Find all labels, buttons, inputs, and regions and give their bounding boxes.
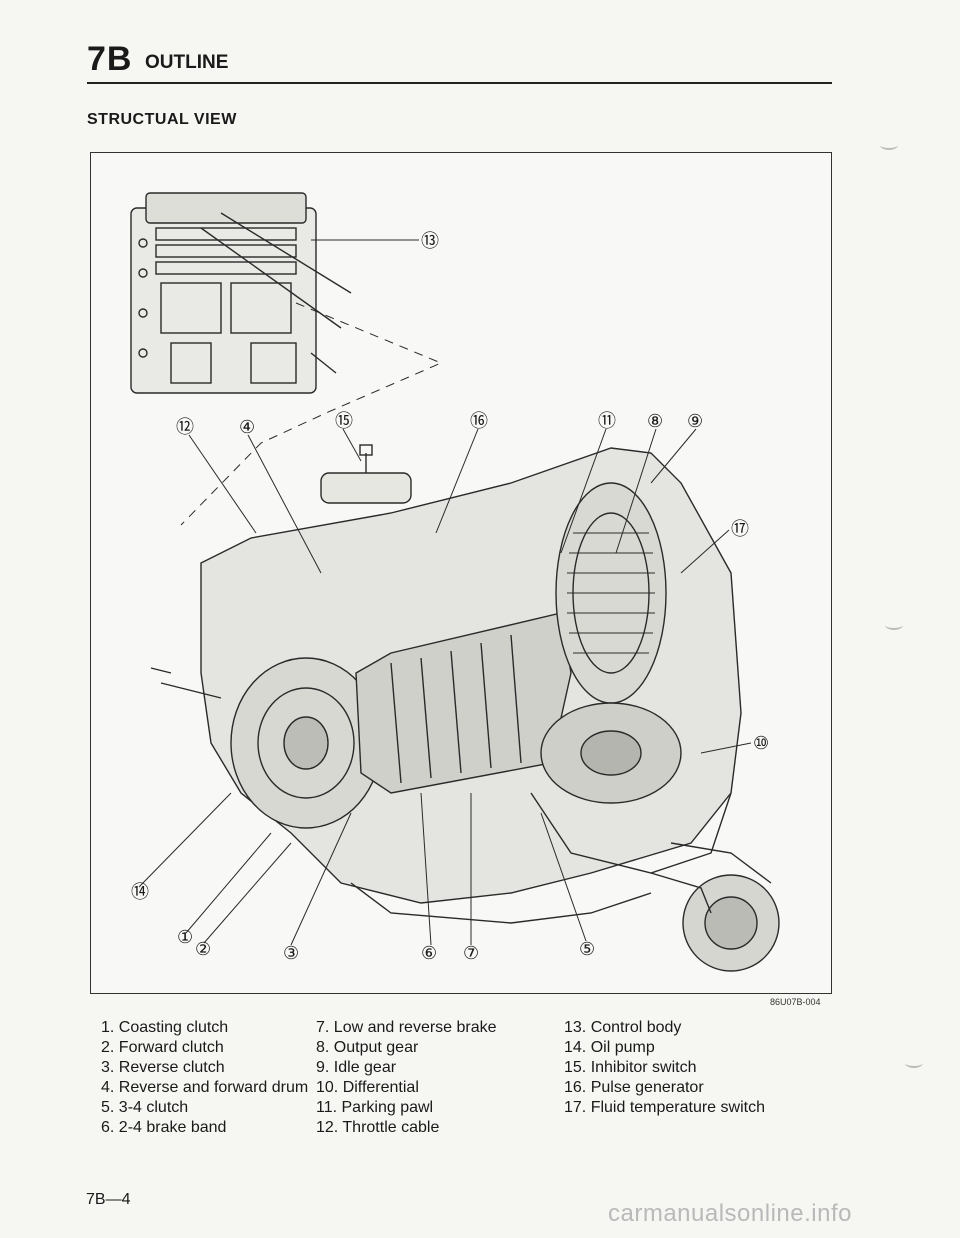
callout-15: ⑮	[335, 411, 353, 431]
transmission-case-drawing	[150, 444, 780, 972]
callout-14: ⑭	[131, 882, 149, 902]
edge-mark	[885, 620, 903, 630]
legend-column-3: 13. Control body 14. Oil pump 15. Inhibi…	[564, 1018, 765, 1118]
callout-4: ④	[239, 417, 255, 437]
structural-view-figure: ⑬ ⑫ ④ ⑮ ⑯ ⑪ ⑧ ⑨ ⑰ ⑩ ⑭ ① ② ③ ⑥ ⑦ ⑤	[90, 152, 832, 994]
transmission-illustration: ⑬ ⑫ ④ ⑮ ⑯ ⑪ ⑧ ⑨ ⑰ ⑩ ⑭ ① ② ③ ⑥ ⑦ ⑤	[130, 192, 780, 972]
page-header: 7B OUTLINE	[87, 40, 832, 86]
legend-item: 11. Parking pawl	[316, 1099, 434, 1116]
legend-item: 10. Differential	[316, 1079, 419, 1096]
callout-12: ⑫	[176, 417, 194, 437]
chapter-number: 7B	[87, 40, 133, 78]
legend-item: 1. Coasting clutch	[101, 1019, 229, 1036]
callout-16: ⑯	[470, 411, 488, 431]
callout-10: ⑩	[753, 733, 769, 753]
header-rule	[87, 82, 832, 84]
section-title: STRUCTUAL VIEW	[87, 111, 237, 128]
watermark: carmanualsonline.info	[608, 1200, 852, 1227]
leader-lines	[138, 239, 752, 946]
callout-5: ⑤	[579, 939, 595, 959]
legend-item: 5. 3-4 clutch	[101, 1099, 189, 1116]
legend-item: 8. Output gear	[316, 1039, 419, 1056]
legend-item: 17. Fluid temperature switch	[564, 1099, 765, 1116]
callout-17: ⑰	[731, 519, 749, 539]
callout-6: ⑥	[421, 943, 437, 963]
callout-7: ⑦	[463, 943, 479, 963]
legend-column-1: 1. Coasting clutch 2. Forward clutch 3. …	[101, 1018, 308, 1138]
legend-item: 7. Low and reverse brake	[316, 1019, 497, 1036]
edge-mark	[880, 140, 898, 150]
callout-13: ⑬	[421, 231, 439, 251]
legend-item: 3. Reverse clutch	[101, 1059, 225, 1076]
chapter-title: OUTLINE	[145, 52, 229, 73]
legend-item: 16. Pulse generator	[564, 1079, 704, 1096]
legend-item: 9. Idle gear	[316, 1059, 397, 1076]
legend-item: 15. Inhibitor switch	[564, 1059, 697, 1076]
legend-column-2: 7. Low and reverse brake 8. Output gear …	[316, 1018, 497, 1138]
callout-1: ①	[177, 927, 193, 947]
callout-2: ②	[195, 939, 211, 959]
callout-9: ⑨	[687, 411, 703, 431]
figure-code: 86U07B-004	[770, 997, 821, 1007]
page-number: 7B—4	[86, 1191, 131, 1208]
legend-item: 13. Control body	[564, 1019, 682, 1036]
callout-8: ⑧	[647, 411, 663, 431]
callout-11: ⑪	[598, 411, 616, 431]
legend-item: 14. Oil pump	[564, 1039, 655, 1056]
legend-item: 2. Forward clutch	[101, 1039, 224, 1056]
callout-3: ③	[283, 943, 299, 963]
control-body-drawing	[130, 192, 352, 394]
legend-item: 4. Reverse and forward drum	[101, 1079, 309, 1096]
legend-item: 12. Throttle cable	[316, 1119, 440, 1136]
edge-mark	[905, 1058, 923, 1068]
legend-item: 6. 2-4 brake band	[101, 1119, 227, 1136]
